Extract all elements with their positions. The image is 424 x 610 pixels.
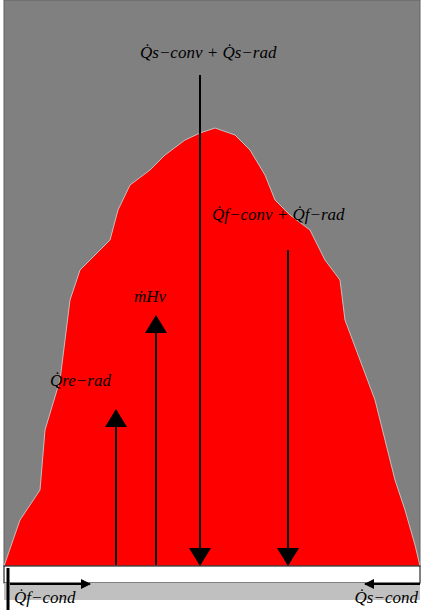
wall-line xyxy=(7,568,10,610)
heat-flux-label: Q̇s−cond xyxy=(355,589,418,608)
heat-flux-label: Q̇s−conv + Q̇s−rad xyxy=(140,44,276,63)
arrow-right xyxy=(10,583,90,585)
heat-flux-label: ṁHv xyxy=(134,288,166,307)
arrow-up xyxy=(115,410,117,565)
flame xyxy=(4,128,420,566)
heat-flux-label: Q̇f−conv + Q̇f−rad xyxy=(212,206,345,225)
arrow-down xyxy=(199,75,201,565)
gas-region xyxy=(4,0,420,566)
arrow-up xyxy=(155,316,157,565)
heat-flux-label: Q̇f−cond xyxy=(14,589,76,608)
fuel-surface xyxy=(4,566,420,583)
arrow-left xyxy=(365,583,420,585)
arrow-down xyxy=(287,250,289,565)
heat-flux-label: Q̇re−rad xyxy=(50,372,111,391)
